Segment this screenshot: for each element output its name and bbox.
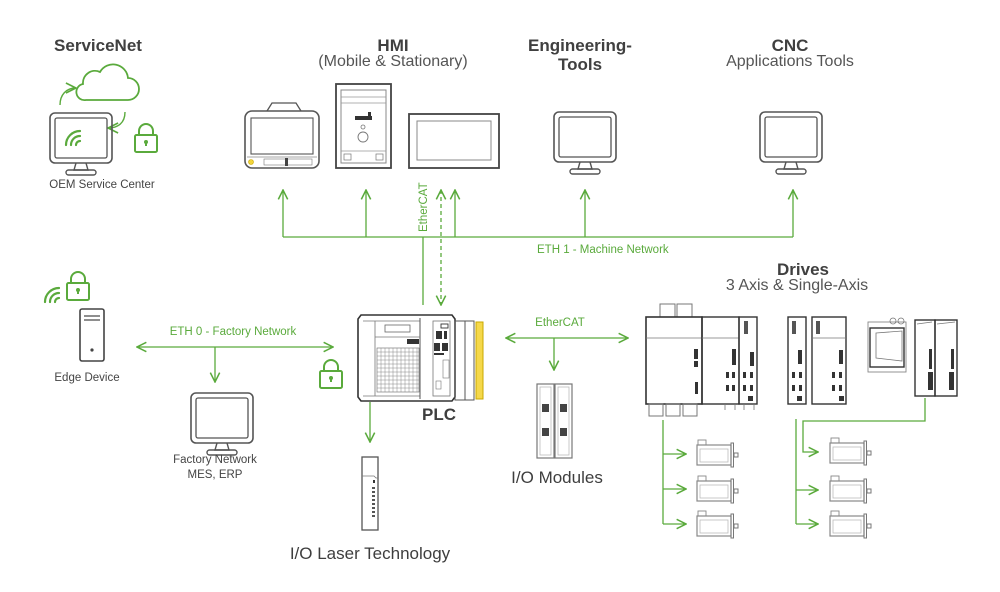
drive-dual-icon [914, 319, 958, 397]
io-modules-icon [536, 383, 573, 459]
io-modules-title: I/O Modules [511, 468, 603, 487]
ethercat-bus-lines [506, 338, 628, 370]
servo-motor-icon [696, 510, 739, 539]
monitor-icon [49, 112, 113, 176]
factory-network-label: Factory Network MES, ERP [173, 453, 257, 483]
cnc-subtitle: Applications Tools [726, 53, 854, 70]
panel-hmi-icon [335, 83, 392, 169]
plc-title: PLC [422, 405, 456, 424]
eth0-label: ETH 0 - Factory Network [169, 326, 297, 338]
cnc-monitor-icon [759, 111, 823, 175]
engineering-tools-title: Engineering- Tools [528, 36, 632, 74]
servo-motor-icon [829, 510, 872, 539]
sync-arrow-icon [59, 88, 76, 106]
edge-device-group [43, 271, 105, 362]
engineering-tools-line1: Engineering- [528, 36, 632, 55]
servo-motor-icon [829, 437, 872, 466]
wifi-icon [43, 286, 61, 304]
drive-compact-icon [867, 317, 907, 373]
lock-icon [134, 123, 158, 153]
servicenet-icon-group [49, 63, 158, 176]
factory-monitor-icon [190, 392, 254, 456]
engineering-tools-line2: Tools [557, 55, 603, 74]
sync-arrow-icon [108, 111, 126, 128]
ethercat-horizontal-label: EtherCAT [535, 317, 585, 329]
hmi-subtitle: (Mobile & Stationary) [318, 53, 468, 70]
motor-wiring-lines [662, 398, 926, 524]
drive-single-axis-icon [787, 316, 847, 405]
servo-motor-icon [696, 475, 739, 504]
cnc-title: CNC [771, 36, 809, 55]
eth1-label: ETH 1 - Machine Network [537, 244, 669, 256]
io-laser-title: I/O Laser Technology [289, 544, 451, 563]
ethercat-vertical-label: EtherCAT [418, 182, 430, 232]
drives-subtitle: 3 Axis & Single-Axis [725, 277, 869, 294]
edge-device-label: Edge Device [54, 372, 120, 384]
factory-network-line2: MES, ERP [187, 469, 243, 481]
drives-title: Drives [777, 260, 829, 279]
widescreen-hmi-icon [408, 113, 500, 169]
tablet-hmi-icon [244, 102, 320, 169]
servo-motor-icon [829, 475, 872, 504]
wifi-icon [64, 129, 82, 147]
factory-network-line1: Factory Network [173, 454, 257, 466]
cloud-icon [75, 63, 140, 101]
oem-service-center-label: OEM Service Center [49, 179, 155, 191]
plc-icon [357, 314, 484, 402]
io-laser-module-icon [361, 456, 379, 531]
servo-motor-icon [696, 439, 739, 468]
eth1-network-lines [283, 190, 793, 305]
eth0-network-lines [137, 347, 333, 382]
engineering-monitor-icon [553, 111, 617, 175]
lock-icon [66, 271, 90, 301]
hmi-title: HMI [377, 36, 409, 55]
plc-lock-icon [319, 359, 343, 389]
drive-3-axis-icon [645, 303, 758, 417]
servicenet-title: ServiceNet [54, 36, 142, 55]
server-tower-icon [79, 308, 105, 362]
